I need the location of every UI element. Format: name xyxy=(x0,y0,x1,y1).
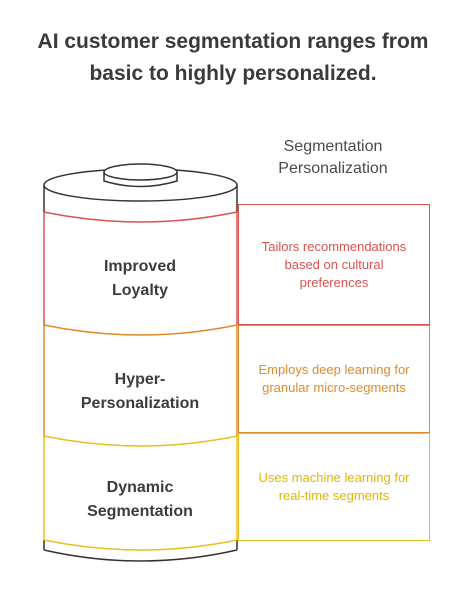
layer-2-top-curve xyxy=(43,324,238,336)
description-box-dynamic-segmentation: Uses machine learning for real-time segm… xyxy=(238,433,430,541)
page-title: AI customer segmentation ranges from bas… xyxy=(0,26,466,90)
axis-label: Segmentation Personalization xyxy=(258,136,408,180)
description-box-improved-loyalty: Tailors recommendations based on cultura… xyxy=(238,204,430,325)
layer-3-bottom-curve xyxy=(43,539,238,551)
layer-label-dynamic-segmentation: Dynamic Segmentation xyxy=(87,479,193,520)
cylinder-bottom xyxy=(43,549,238,562)
description-box-hyper-personalization: Employs deep learning for granular micro… xyxy=(238,325,430,433)
layer-1-top-curve xyxy=(43,211,238,223)
title-line-2: basic to highly personalized. xyxy=(89,62,377,85)
layer-3-top-curve xyxy=(43,435,238,447)
axis-label-line-1: Segmentation xyxy=(283,138,383,155)
layer-label-improved-loyalty: Improved Loyalty xyxy=(103,258,176,299)
layer-label-hyper-personalization: Hyper- Personalization xyxy=(80,371,200,412)
cylinder-bottom-sides xyxy=(43,540,238,550)
cap-top xyxy=(103,163,178,181)
title-line-1: AI customer segmentation ranges from xyxy=(37,30,429,53)
axis-label-line-2: Personalization xyxy=(278,160,388,177)
